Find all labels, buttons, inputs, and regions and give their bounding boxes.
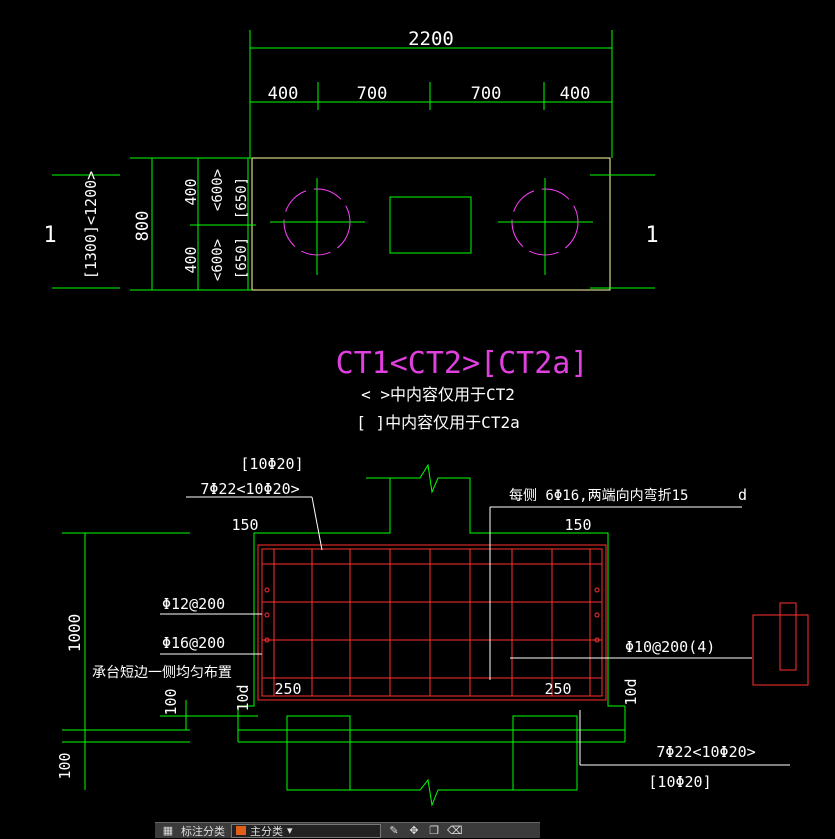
move-icon[interactable]: ✥	[409, 824, 419, 837]
pile-left	[270, 178, 365, 275]
stirrup-detail	[752, 602, 809, 686]
section-mark-left: 1	[43, 223, 56, 248]
layer-select-value: 主分类	[250, 825, 283, 838]
category-label: 标注分类	[181, 825, 225, 838]
dim-alt-lower2: [650]	[234, 237, 250, 279]
layer-color-swatch	[236, 826, 246, 835]
dim-100b-label: 100	[56, 752, 74, 779]
note-ct2a: [ ]中内容仅用于CT2a	[356, 413, 519, 432]
pile-right	[498, 178, 593, 275]
note-ct2: < >中内容仅用于CT2	[361, 385, 515, 404]
dim-segment-4: 400	[560, 84, 591, 104]
dim-height-alt-label: [1300]<1200>	[82, 171, 100, 279]
dim-half-lower: 400	[182, 246, 200, 273]
edit-icon[interactable]: ✎	[389, 824, 399, 837]
leaders	[160, 496, 790, 766]
dim-alt-upper2: [650]	[234, 177, 250, 219]
dim-alt-upper: <600>	[210, 169, 226, 211]
top-bar-label: 7Φ22<10Φ20>	[200, 480, 299, 498]
dim-250-left-label: 250	[274, 680, 301, 698]
side-bar-note-d: d	[738, 486, 747, 504]
dim-100a-label: 100	[162, 688, 180, 715]
dim-total-label: 2200	[408, 28, 454, 50]
plan-view: 2200 400 700 700 400 800 [1300]<1200> 40…	[43, 28, 659, 291]
copy-icon[interactable]: ❐	[429, 824, 439, 837]
dim-250-right-label: 250	[544, 680, 571, 698]
dim-alt-lower: <600>	[210, 239, 226, 281]
layers-icon[interactable]: ▦	[162, 824, 174, 837]
bottom-bar-label: 7Φ22<10Φ20>	[656, 743, 755, 761]
dim-10d-right-label: 10d	[622, 678, 640, 705]
dim-segment-1: 400	[268, 84, 299, 104]
rebar-16-label: Φ16@200	[162, 634, 225, 652]
section-mark-right: 1	[645, 223, 658, 248]
dim-segment-3: 700	[471, 84, 502, 104]
annotation-toolbar: ▦ 标注分类 主分类 ▾ ✎ ✥ ❐ ⌫	[155, 822, 540, 838]
dim-height-label: 800	[133, 211, 153, 242]
rebar-cage	[257, 544, 607, 701]
section-view: [10Φ20] 7Φ22<10Φ20> 每侧 6Φ16,两端向内弯折15 d 1…	[56, 455, 809, 807]
cover-left-label: 150	[231, 516, 258, 534]
depth-dims	[62, 532, 258, 790]
column-section	[389, 196, 472, 254]
delete-icon[interactable]: ⌫	[447, 824, 463, 837]
dim-half-upper: 400	[182, 178, 200, 205]
title-block: CT1<CT2>[CT2a] < >中内容仅用于CT2 [ ]中内容仅用于CT2…	[336, 346, 589, 432]
short-side-note: 承台短边一侧均匀布置	[92, 665, 232, 681]
dim-segment-2: 700	[357, 84, 388, 104]
top-bar-alt-label: [10Φ20]	[240, 455, 303, 473]
drawing-title: CT1<CT2>[CT2a]	[336, 346, 589, 381]
dim-10d-left-label: 10d	[234, 684, 252, 711]
cap-outline	[251, 157, 611, 291]
chevron-down-icon: ▾	[287, 825, 293, 837]
layer-select[interactable]: 主分类 ▾	[231, 823, 381, 838]
bottom-bar-alt-label: [10Φ20]	[648, 773, 711, 791]
cover-right-label: 150	[564, 516, 591, 534]
stirrup-label: Φ10@200(4)	[625, 638, 715, 656]
rebar-12-label: Φ12@200	[162, 595, 225, 613]
side-bar-note: 每侧 6Φ16,两端向内弯折15	[509, 487, 688, 504]
dim-depth-label: 1000	[65, 614, 84, 653]
